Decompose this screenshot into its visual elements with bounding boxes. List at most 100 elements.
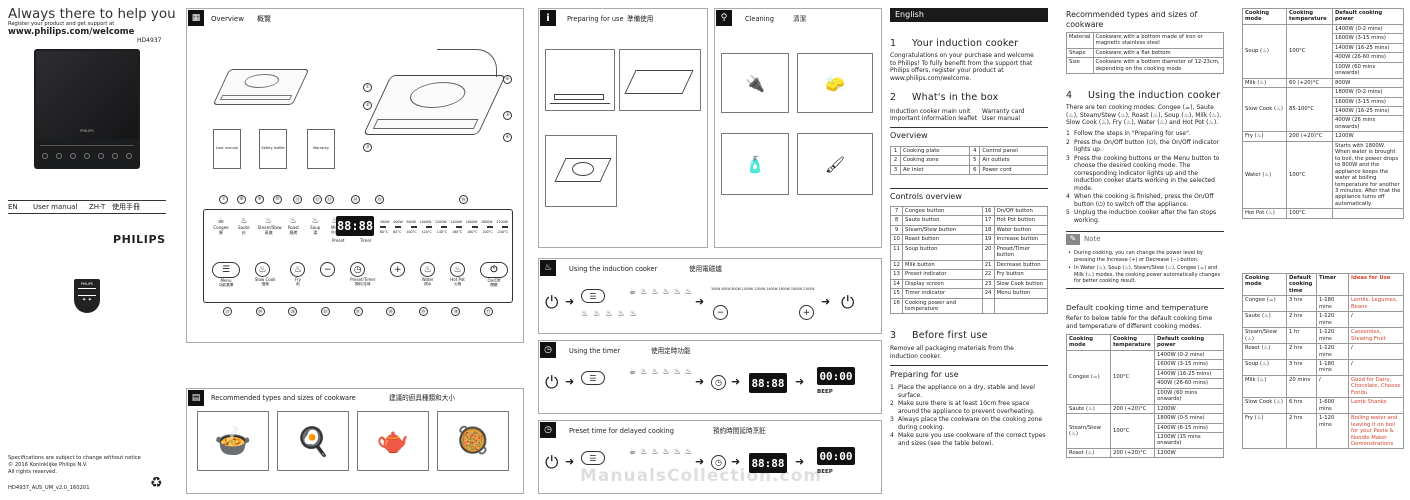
power-level-label: 300W bbox=[380, 220, 390, 224]
temp-level-label: 180°C bbox=[467, 230, 478, 234]
preset-power-icon: ⏻ bbox=[545, 453, 559, 473]
clean-step-1-image: 🔌 bbox=[721, 53, 789, 113]
preset-timer-button[interactable]: ◷ bbox=[350, 262, 366, 277]
preset-title: Preset time for delayed cooking bbox=[569, 427, 674, 435]
cookware-saucepan-image: 🥘 bbox=[437, 411, 509, 471]
large-cooker-drawing bbox=[363, 75, 506, 135]
faucet-icon: ⚲ bbox=[716, 10, 732, 26]
cover-panel: Always there to help you Register your p… bbox=[0, 0, 180, 500]
timer-icon: ◷ bbox=[540, 342, 556, 358]
cookware-title-zh: 建議的廚具種類和大小 bbox=[389, 394, 455, 402]
decrease-button[interactable]: − bbox=[320, 262, 336, 277]
column-3: Recommended types and sizes of cookware … bbox=[1066, 0, 1228, 500]
leaflet-safety: Safety leaflet bbox=[259, 129, 287, 169]
philips-logo: PHILIPS bbox=[113, 233, 166, 246]
preset-display: 88:88 bbox=[749, 453, 787, 473]
menu-button[interactable]: ☰ bbox=[212, 262, 240, 278]
clean-step-3-image: 🧴 bbox=[721, 133, 789, 195]
cookware-section: ▤ Recommended types and sizes of cookwar… bbox=[186, 388, 524, 494]
water-button[interactable]: ♨ bbox=[420, 262, 436, 277]
slow-cook-button[interactable]: ♨ bbox=[254, 262, 270, 277]
overview-section: ▦ Overview 概覽 User manual Safety leaflet… bbox=[186, 8, 524, 343]
philips-shield-icon: PHILIPS ✦ ✦ bbox=[74, 279, 100, 313]
leaflet-user-manual-label: User manual bbox=[215, 146, 239, 150]
cookware-kettle-image: 🫖 bbox=[357, 411, 429, 471]
prep-step-1-image bbox=[545, 49, 615, 111]
timer-power-icon: ⏻ bbox=[545, 373, 559, 393]
preset-beep: BEEP bbox=[817, 469, 833, 475]
s1-text: Congratulations on your purchase and wel… bbox=[890, 52, 1034, 82]
on-off-button[interactable]: ⏻ bbox=[479, 262, 508, 278]
overview-heading: Overview bbox=[890, 131, 928, 140]
overview-title-zh: 概覽 bbox=[257, 15, 271, 23]
cover-cooktop-photo: PHILIPS bbox=[34, 49, 140, 169]
power-level-label: 1800W bbox=[481, 220, 493, 224]
overview-title: Overview bbox=[211, 15, 244, 23]
preset-title-zh: 預約時間延時烹飪 bbox=[713, 427, 766, 435]
rec-heading: Recommended types and sizes of cookware bbox=[1066, 10, 1198, 30]
small-cooker-drawing bbox=[212, 69, 310, 105]
preset-label: Preset bbox=[332, 238, 345, 243]
copyright: © 2016 Koninklijke Philips N.V. bbox=[8, 462, 88, 468]
cookware-pan-image: 🍳 bbox=[277, 411, 349, 471]
pot-icon: ♨ bbox=[540, 260, 556, 276]
mode-label-soup: Soup bbox=[310, 225, 321, 230]
timer-clock-icon: ◷ bbox=[711, 375, 726, 390]
power-level-label: 1000W bbox=[419, 220, 432, 224]
box-item-2: Warranty card bbox=[982, 108, 1025, 115]
recycle-icon: ♻ bbox=[150, 475, 163, 491]
cover-cooktop-brand: PHILIPS bbox=[80, 129, 94, 133]
clean-step-4-image: 🖌 bbox=[797, 133, 873, 195]
notes: •During cooking, you can change the powe… bbox=[1068, 250, 1222, 287]
philips-shield-text: PHILIPS bbox=[81, 282, 93, 286]
prep-heading: Preparing for use bbox=[890, 370, 959, 379]
increase-button[interactable]: + bbox=[390, 262, 406, 277]
controls-overview-heading: Controls overview bbox=[890, 192, 962, 201]
temp-level-label: 120°C bbox=[421, 230, 432, 234]
temp-level-label: 100°C bbox=[406, 230, 417, 234]
doc-code: HD4937_AUS_UM_v2.0_160201 bbox=[8, 485, 90, 491]
note-item: •In Water (♨), Soup (♨), Steam/Stew (♨),… bbox=[1068, 265, 1221, 284]
clean-step-2-image: 🧽 bbox=[797, 53, 873, 113]
preparing-title-zh: 準備使用 bbox=[627, 15, 654, 23]
info-icon: i bbox=[540, 10, 556, 26]
preset-clock-icon: ◷ bbox=[711, 455, 726, 470]
prep-step-2-image bbox=[619, 49, 701, 111]
fry-button[interactable]: ♨ bbox=[290, 262, 306, 277]
power-level-label: 1200W bbox=[435, 220, 447, 224]
cover-url[interactable]: www.philips.com/welcome bbox=[8, 27, 135, 37]
default-time-heading: Default cooking time and temperature bbox=[1066, 303, 1209, 312]
preset-icon: ◷ bbox=[540, 422, 556, 438]
cookware-title: Recommended types and sizes of cookware bbox=[211, 394, 356, 402]
control-panel-numbers: ⑦ ⑧ ⑨ ⑩ ⑪ ⑫ ⑬ ⑭ ⑮ ⑯ bbox=[219, 195, 479, 205]
hot-pot-button[interactable]: ♨ bbox=[450, 262, 466, 277]
timer-beep: BEEP bbox=[817, 389, 833, 395]
temp-level-label: 240°C bbox=[497, 230, 508, 234]
power-level-label: 800W bbox=[406, 220, 417, 224]
